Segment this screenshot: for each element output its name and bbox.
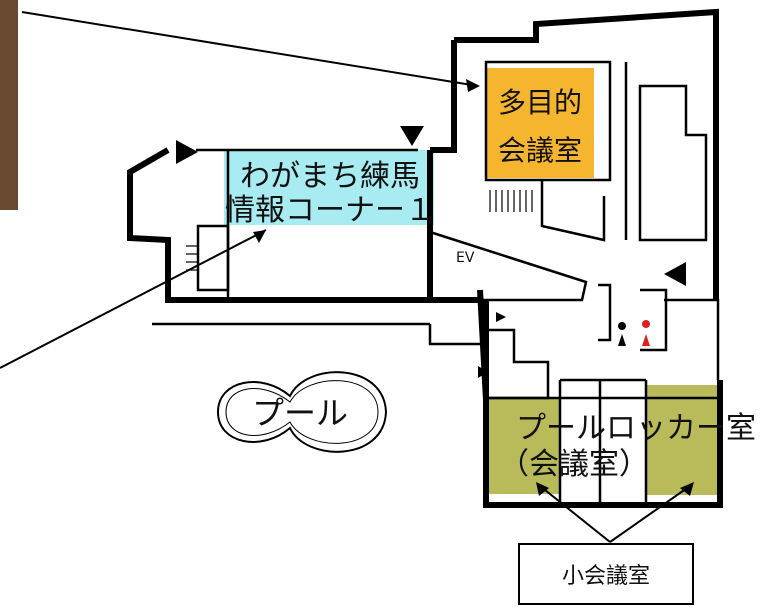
room-elevator-label: EV — [456, 250, 475, 266]
entrance-arrow-icon-small — [478, 366, 488, 378]
restroom-male-icon — [618, 322, 626, 330]
room-multipurpose-label-2: 会議室 — [498, 134, 582, 167]
entrance-arrow-icon-small2 — [496, 312, 506, 322]
leader-lines — [0, 11, 691, 543]
leader-arrow-head3 — [536, 482, 549, 496]
stairs-icon — [186, 190, 533, 271]
pool-label: プール — [252, 394, 348, 432]
room-multipurpose-fill[interactable] — [486, 68, 594, 178]
pool-outline — [216, 371, 388, 453]
leader-arrow-head — [466, 79, 480, 92]
entrance-arrow-icon-right — [664, 262, 686, 286]
restroom-male-body — [618, 334, 626, 346]
entrance-arrow-icon-top — [400, 126, 424, 146]
restroom-female-icon — [642, 320, 650, 328]
callout-label: 小会議室 — [561, 564, 650, 589]
small-meeting-room-callout: 小会議室 — [518, 543, 694, 605]
room-info-corner-label-1: わがまち練馬 — [240, 159, 420, 194]
room-info-corner-label-2: 情報コーナー１ — [225, 193, 435, 228]
photo-thumbnail — [0, 0, 18, 210]
restroom-female-body — [642, 334, 650, 346]
room-info-corner-fill[interactable] — [224, 150, 434, 225]
room-multipurpose-label-1: 多目的 — [498, 86, 582, 119]
room-locker-fill-left[interactable] — [488, 398, 560, 494]
entrance-arrow-icon — [176, 140, 198, 164]
leader-arrow-head4 — [680, 482, 694, 496]
room-locker-label-1: プールロッカー室 — [516, 411, 756, 446]
leader-arrow-head2 — [253, 230, 266, 243]
room-locker-label-2: （会議室） — [499, 447, 649, 482]
room-locker-fill-right[interactable] — [646, 385, 720, 495]
interior-walls — [152, 60, 720, 505]
